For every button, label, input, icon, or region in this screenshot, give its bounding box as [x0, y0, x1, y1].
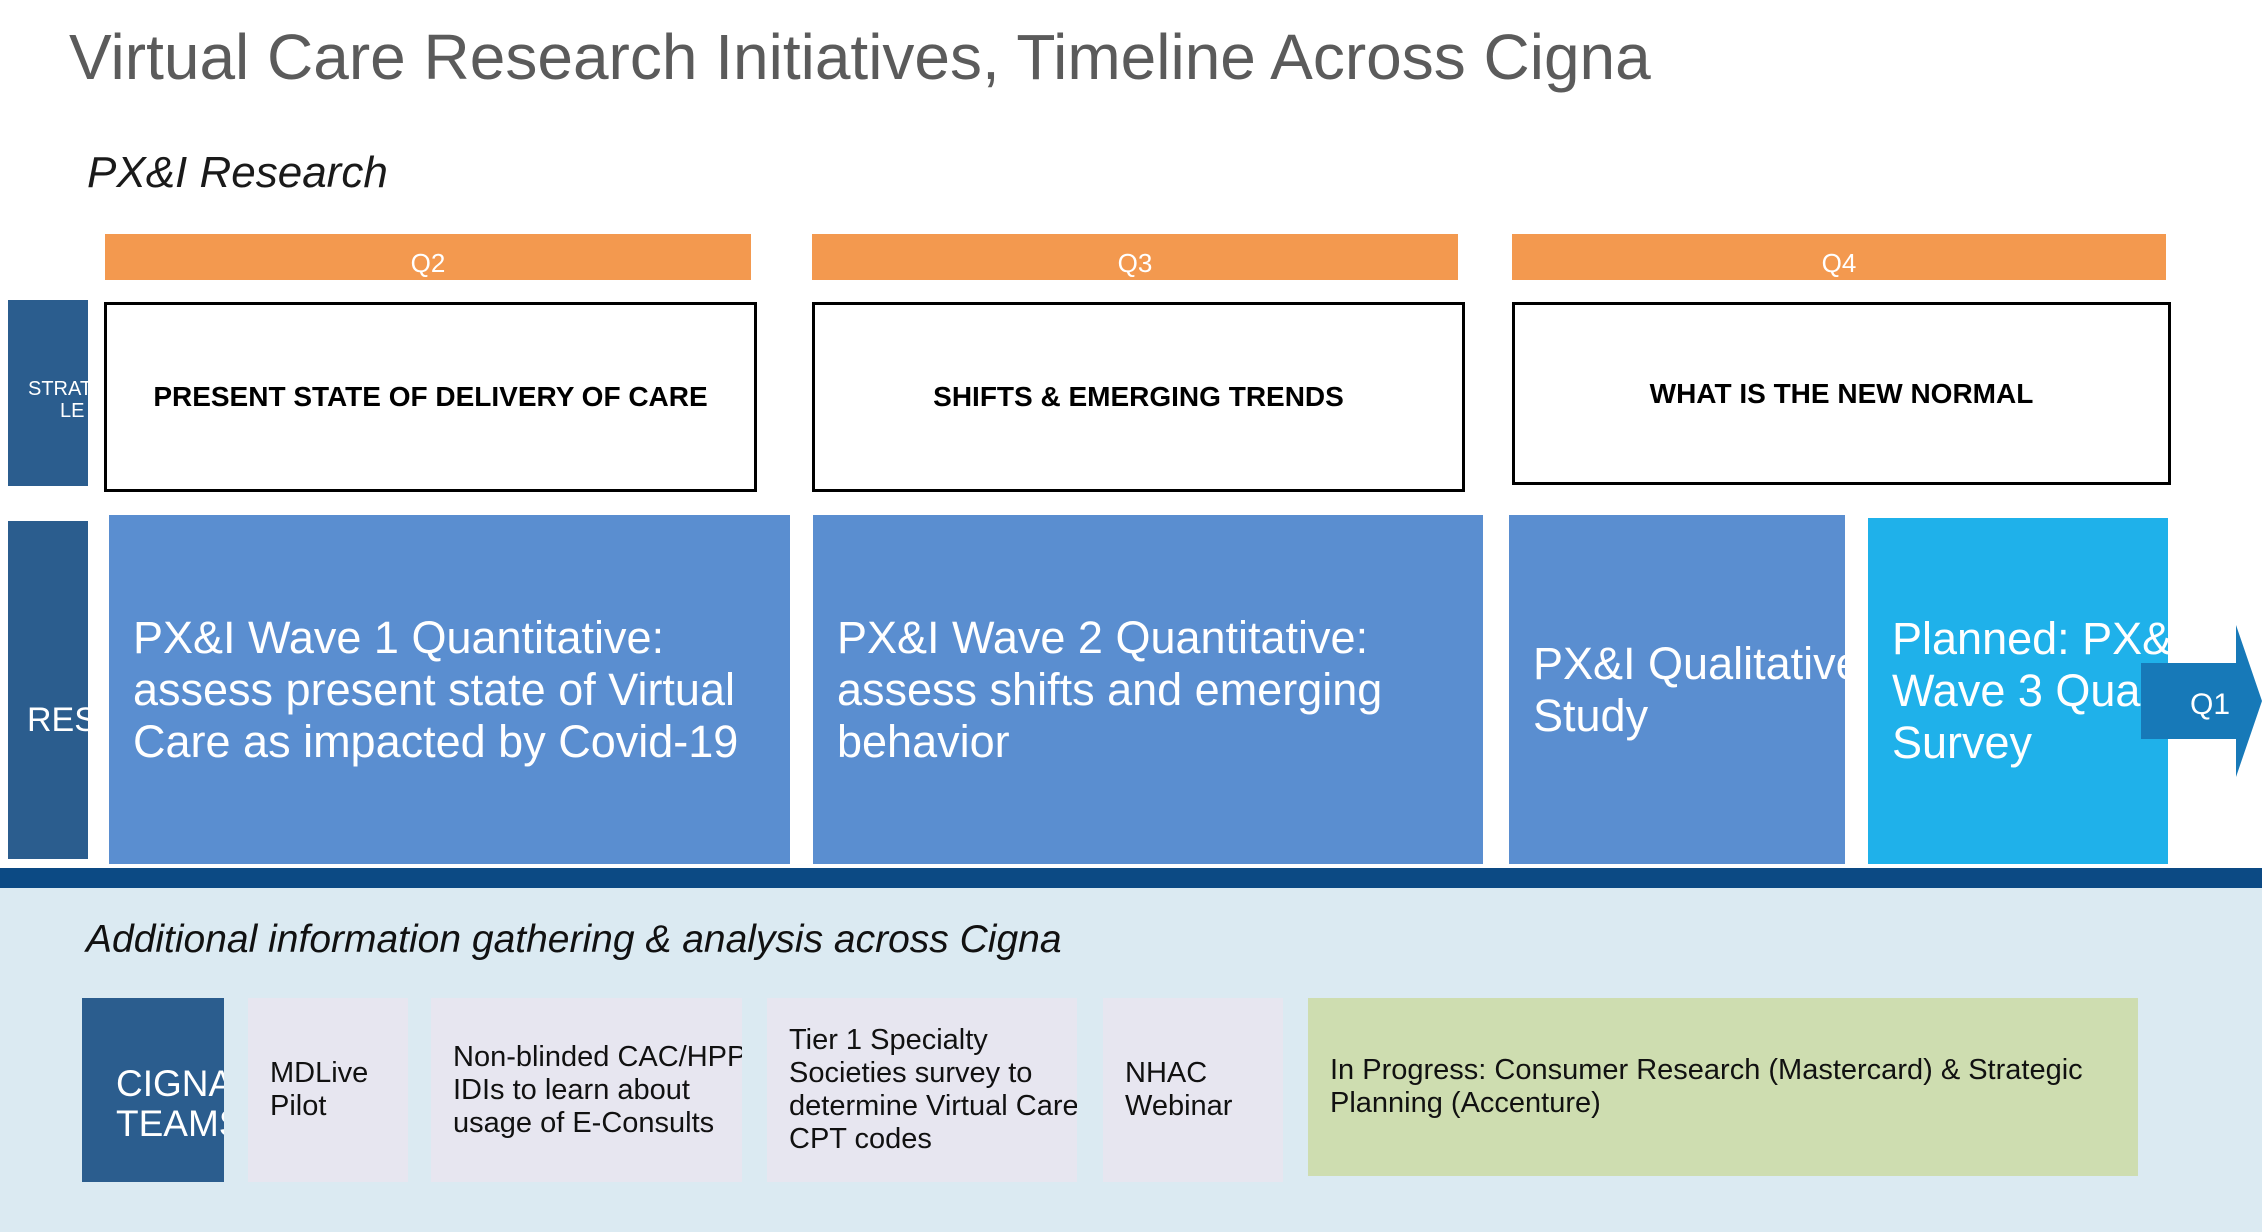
page-title: Virtual Care Research Initiatives, Timel…: [69, 21, 1651, 93]
quarter-bar-q3: Q3: [812, 234, 1458, 280]
quarter-bar-q2: Q2: [105, 234, 751, 280]
phase-present-state: PRESENT STATE OF DELIVERY OF CARE: [104, 302, 757, 492]
card-econsults-text: Non-blinded CAC/HPP IDIs to learn about …: [453, 1040, 742, 1139]
study-qualitative-text: PX&I Qualitative Study: [1533, 637, 1845, 741]
row-label-strategy: STRATE LE: [8, 300, 88, 486]
section-divider: [0, 868, 2262, 888]
phase-shifts-trends: SHIFTS & EMERGING TRENDS: [812, 302, 1465, 492]
card-consumer-research-text: In Progress: Consumer Research (Masterca…: [1330, 1054, 2083, 1119]
quarter-bar-q4: Q4: [1512, 234, 2166, 280]
study-wave2-text: PX&I Wave 2 Quantitative: assess shifts …: [837, 611, 1383, 767]
phase-new-normal: WHAT IS THE NEW NORMAL: [1512, 302, 2171, 485]
study-wave1-quantitative: PX&I Wave 1 Quantitative: assess present…: [109, 515, 790, 864]
study-wave3-planned: Planned: PX&I Wave 3 Quant Survey: [1868, 518, 2168, 864]
card-mdlive-pilot: MDLive Pilot: [248, 998, 408, 1182]
next-quarter-label: Q1: [2190, 688, 2230, 721]
section-title-pxi-research: PX&I Research: [87, 148, 388, 197]
next-quarter-arrow: Q1: [2141, 625, 2262, 777]
card-tier1-text: Tier 1 Specialty Societies survey to det…: [789, 1024, 1077, 1155]
row-label-strategy-line1: STRATE: [28, 378, 88, 400]
study-qualitative: PX&I Qualitative Study: [1509, 515, 1845, 864]
card-econsults-idis: Non-blinded CAC/HPP IDIs to learn about …: [431, 998, 742, 1182]
row-label-research: RES: [8, 521, 88, 859]
study-wave2-quantitative: PX&I Wave 2 Quantitative: assess shifts …: [813, 515, 1483, 864]
study-wave3-text: Planned: PX&I Wave 3 Quant Survey: [1892, 613, 2168, 768]
card-nhac-text: NHAC Webinar: [1125, 1057, 1233, 1122]
card-nhac-webinar: NHAC Webinar: [1103, 998, 1283, 1182]
card-tier1-societies: Tier 1 Specialty Societies survey to det…: [767, 998, 1077, 1182]
card-consumer-research: In Progress: Consumer Research (Masterca…: [1308, 998, 2138, 1176]
card-mdlive-text: MDLive Pilot: [270, 1057, 369, 1122]
arrow-right-icon: Q1: [2141, 625, 2262, 777]
study-wave1-text: PX&I Wave 1 Quantitative: assess present…: [133, 611, 739, 767]
row-label-strategy-line2: LE: [60, 400, 85, 422]
cigna-teams-label: CIGNA TEAMS: [82, 998, 224, 1182]
lower-section-title: Additional information gathering & analy…: [86, 918, 1062, 961]
row-label-research-text: RES: [27, 701, 88, 739]
cigna-teams-text: CIGNA TEAMS: [116, 1063, 224, 1144]
